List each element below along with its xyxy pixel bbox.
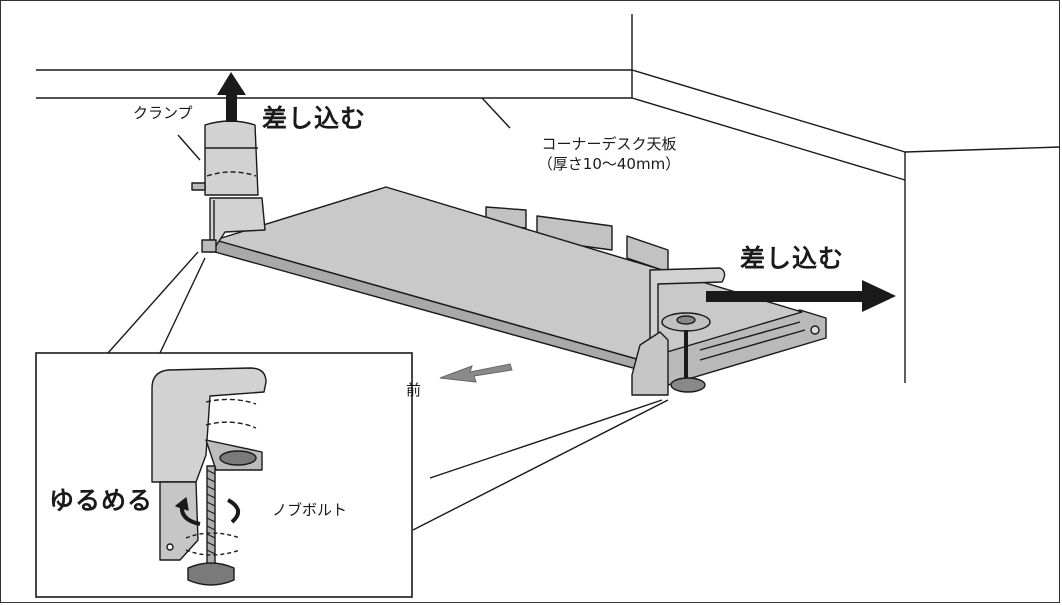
clamp-detail xyxy=(151,367,267,586)
left-clamp xyxy=(191,120,266,253)
front-label: 前 xyxy=(406,381,422,399)
right-clamp xyxy=(631,267,726,396)
insert-left-label: 差し込む xyxy=(262,104,367,133)
desk-top-label-line2: （厚さ10〜40mm） xyxy=(537,155,681,173)
insert-up-arrow xyxy=(217,72,246,122)
front-arrow xyxy=(439,363,513,383)
knob-bolt-label: ノブボルト xyxy=(272,501,348,519)
loosen-label: ゆるめる xyxy=(49,486,154,515)
clamp-label: クランプ xyxy=(133,104,193,122)
insert-right-arrow xyxy=(706,280,896,312)
insert-right-label: 差し込む xyxy=(740,244,845,273)
corner-desk-outline xyxy=(36,14,1061,383)
desk-top-label-line1: コーナーデスク天板 xyxy=(541,135,677,153)
desk-top-label: コーナーデスク天板 （厚さ10〜40mm） xyxy=(514,134,704,174)
